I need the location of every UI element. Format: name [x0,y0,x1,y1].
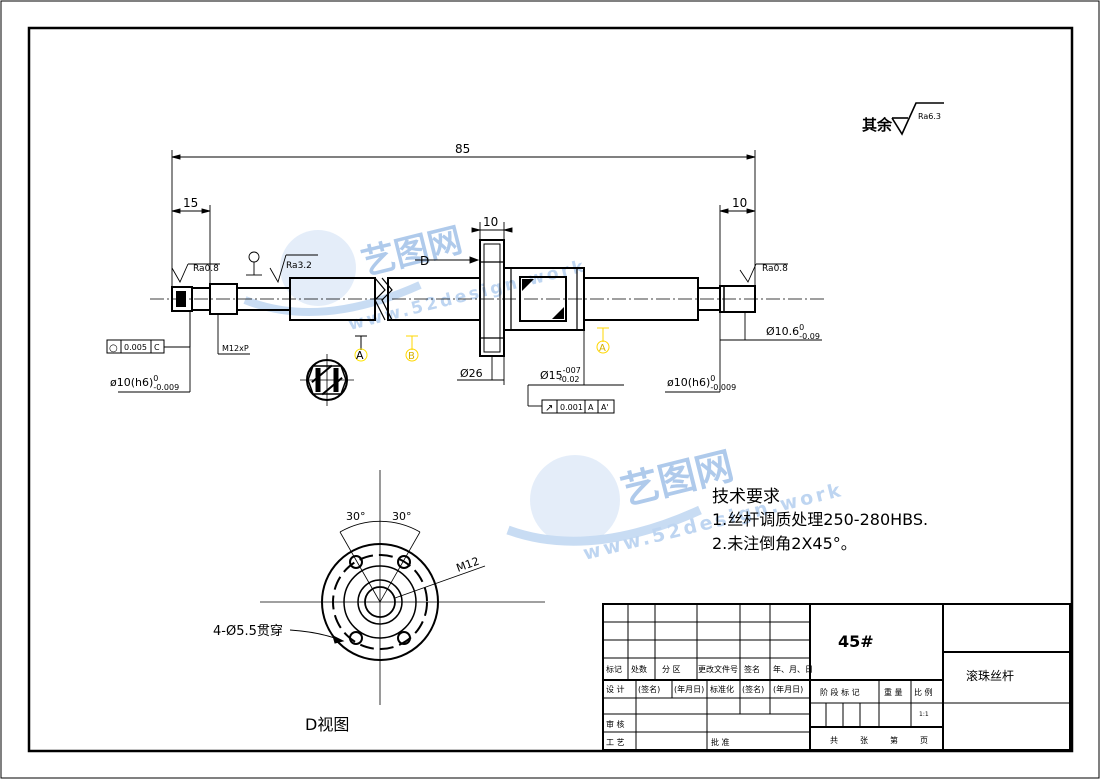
holes-label: 4-Ø5.5贯穿 [213,623,283,639]
section-c-label: A [599,343,606,354]
tb-count: 处数 [631,664,647,674]
circularity-frame: ○ 0.005 C [106,311,191,354]
tb-standard-sign: (签名) [742,684,764,694]
flange-dia-label: Ø26 [460,367,483,380]
shaft-dia-label: Ø15-007-0.02 [540,366,581,384]
tb-design-sign: (签名) [638,684,660,694]
left-dia-leader [118,311,250,393]
runout-value: 0.001 [560,403,583,412]
inner-frame [27,26,1074,753]
runout-datum-2: A' [601,403,609,412]
section-b-label: B [408,351,415,362]
tb-scale-header: 比 例 [914,687,933,697]
tb-standard-date: (年月日) [773,684,803,694]
tb-mark: 标记 [606,664,622,674]
tb-change-doc: 更改文件号 [698,664,738,674]
tech-heading: 技术要求 [712,487,780,507]
angle-right: 30° [392,510,412,523]
roughness-marks [171,251,788,284]
tb-review: 审 核 [606,719,625,729]
watermark-text-1: 艺图网 [358,220,467,283]
tech-requirements: 技术要求 1.丝杆调质处理250-280HBS. 2.未注倒角2X45°。 [712,487,928,553]
title-block [602,603,1071,751]
tb-weight: 重 量 [884,687,903,697]
section-a-marker [354,335,368,362]
roughness-value: Ra6.3 [918,112,941,121]
tech-item-2: 2.未注倒角2X45°。 [712,534,857,553]
tb-design: 设 计 [606,684,625,694]
tb-process: 工 艺 [606,738,625,747]
tb-total: 共 [830,736,838,745]
circularity-symbol-icon: ○ [109,343,118,354]
runout-symbol-icon: ↗ [545,403,553,414]
roughness-label: 其余 [862,116,893,134]
dim-total-length: 85 [455,142,470,156]
thread-label: M12xP [222,344,249,353]
tb-approve: 批 准 [711,737,730,747]
tech-item-1: 1.丝杆调质处理250-280HBS. [712,510,928,529]
circularity-value: 0.005 [124,343,147,352]
tb-scale: 1:1 [919,711,929,718]
section-b-marker [405,335,419,362]
runout-frame: ↗ 0.001 A A' [541,399,615,414]
tb-stage: 阶 段 标 记 [820,687,860,697]
dim-right-end: 10 [732,196,747,210]
tb-sign: 签名 [744,664,760,674]
roughness-symbol-icon [891,102,944,136]
shaft-front-view [150,239,825,357]
dim-left-end: 15 [183,196,198,210]
angle-left: 30° [346,510,366,523]
right-dia-label: ø10(h6)0-0.009 [667,374,736,392]
side-view-d [260,470,545,705]
datum-d-label: D [420,254,429,268]
material-label: 45# [838,632,874,651]
tb-sheets: 张 [860,736,868,745]
tb-standard: 标准化 [710,684,734,694]
section-a-label: A [356,349,364,362]
title-block-text: 45# 滚珠丝杆 标记 处数 分 区 更改文件号 签名 年、月、日 设 计 (签… [606,632,1014,747]
ra-mid: Ra3.2 [286,261,312,271]
dimension-lines [171,150,756,287]
part-name: 滚珠丝杆 [966,668,1014,683]
step-dia-label: Ø10.60-0.09 [766,323,820,341]
dim-flange-width: 10 [483,215,498,229]
tb-design-date: (年月日) [674,684,704,694]
section-c-marker [596,327,610,354]
ra-left: Ra0.8 [193,264,219,274]
side-view-caption: D视图 [305,715,349,734]
ra-right: Ra0.8 [762,264,788,274]
runout-datum-1: A [588,403,594,412]
circularity-datum: C [154,343,160,352]
general-roughness: 其余 Ra6.3 [862,102,944,136]
tb-number: 第 [890,735,898,745]
mid-dia-leaders [457,312,822,407]
tb-page: 页 [920,736,928,745]
tb-zone: 分 区 [662,665,681,674]
cross-section-view [300,354,354,406]
left-dia-label: ø10(h6)0-0.009 [110,374,179,392]
tb-date: 年、月、日 [773,664,813,674]
